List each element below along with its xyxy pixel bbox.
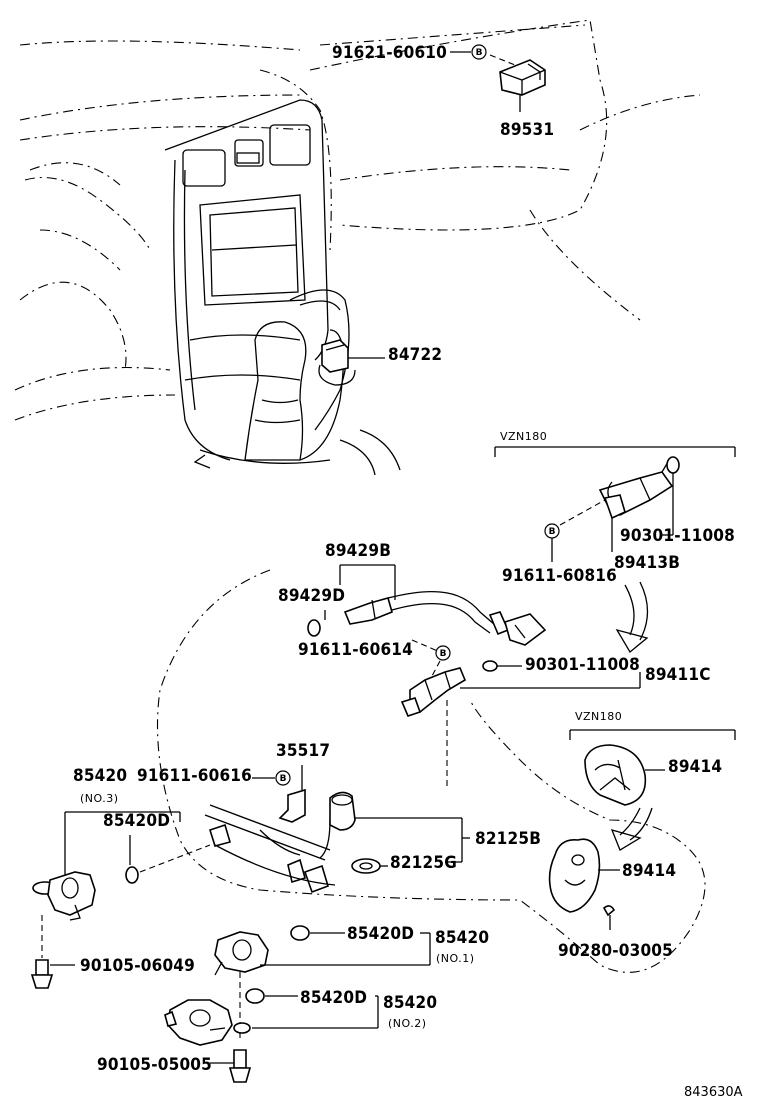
label-90301-11008-mid: 90301-11008 — [525, 655, 640, 675]
label-no1: (NO.1) — [436, 952, 475, 965]
label-89429D: 89429D — [278, 586, 345, 606]
label-89414-lower: 89414 — [622, 861, 676, 881]
label-82125G: 82125G — [390, 853, 457, 873]
label-no2: (NO.2) — [388, 1017, 427, 1030]
sensor-89429B — [343, 590, 547, 646]
solenoid-85420-no1 — [214, 931, 269, 976]
shift-boot — [244, 289, 350, 461]
harness-82125B — [204, 791, 356, 894]
svg-text:B: B — [280, 774, 287, 784]
bracket-35517 — [278, 788, 306, 823]
solenoid-85420-no2 — [164, 999, 233, 1046]
label-85420-no3: 85420 — [73, 766, 127, 786]
diagram-ref: 843630A — [684, 1085, 743, 1100]
label-91611-60616: 91611-60616 — [137, 766, 252, 786]
label-91611-60614: 91611-60614 — [298, 640, 413, 660]
label-85420-no1: 85420 — [435, 928, 489, 948]
label-no3: (NO.3) — [80, 792, 119, 805]
label-89413B: 89413B — [614, 553, 680, 573]
sensor-89411C — [400, 667, 467, 717]
bolt-marker-1: B — [471, 44, 487, 60]
label-82125B: 82125B — [475, 829, 541, 849]
label-85420-no2: 85420 — [383, 993, 437, 1013]
label-91621-60610: 91621-60610 — [332, 43, 447, 63]
vzn180-bracket-upper: VZN180 — [494, 430, 736, 457]
switch-84722 — [318, 339, 356, 386]
label-85420D-no1: 85420D — [347, 924, 414, 944]
label-91611-60816: 91611-60816 — [502, 566, 617, 586]
arrow-89413B-to-89411C — [615, 581, 649, 653]
label-84722: 84722 — [388, 345, 442, 365]
vzn180-bracket-lower: VZN180 — [569, 710, 736, 740]
svg-text:B: B — [549, 527, 556, 537]
label-89531: 89531 — [500, 120, 554, 140]
bolt-marker-3: B — [435, 645, 451, 661]
label-89414-upper: 89414 — [668, 757, 722, 777]
svg-text:VZN180: VZN180 — [575, 710, 622, 723]
label-35517: 35517 — [276, 741, 330, 761]
bolt-marker-4: B — [275, 770, 291, 786]
sensor-89414-upper — [584, 744, 647, 806]
connector-89531 — [499, 59, 546, 96]
bolt-marker-2: B — [544, 523, 560, 539]
label-85420D-no3: 85420D — [103, 811, 170, 831]
bolt-90105-05005 — [228, 1049, 252, 1083]
center-console — [164, 99, 401, 476]
label-90280-03005: 90280-03005 — [558, 941, 673, 961]
label-90105-06049: 90105-06049 — [80, 956, 195, 976]
svg-text:B: B — [476, 48, 483, 58]
label-89429B: 89429B — [325, 541, 391, 561]
label-90105-05005: 90105-05005 — [97, 1055, 212, 1075]
arrow-89414 — [610, 807, 653, 851]
svg-text:VZN180: VZN180 — [500, 430, 547, 443]
label-90301-11008-top: 90301-11008 — [620, 526, 735, 546]
solenoid-85420-no3 — [32, 871, 96, 921]
dashboard-outline — [14, 19, 701, 421]
svg-text:B: B — [440, 649, 447, 659]
bolt-90105-06049 — [30, 959, 54, 989]
sensor-89413B — [598, 461, 674, 520]
rotor-89414 — [548, 838, 601, 913]
label-89411C: 89411C — [645, 665, 711, 685]
label-85420D-no2: 85420D — [300, 988, 367, 1008]
